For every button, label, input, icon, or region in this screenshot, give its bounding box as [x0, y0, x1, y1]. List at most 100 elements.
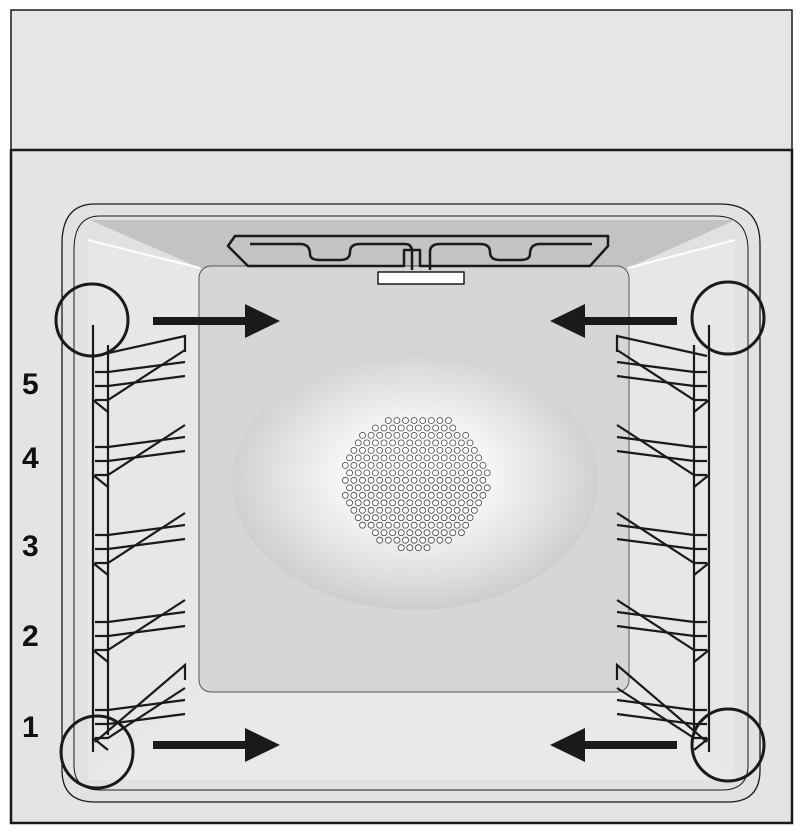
- vent-hole: [436, 461, 444, 469]
- vent-hole: [350, 476, 358, 484]
- vent-hole: [380, 469, 388, 477]
- vent-hole: [466, 439, 474, 447]
- oven-ceiling: [90, 220, 735, 268]
- vent-hole: [462, 491, 470, 499]
- vent-hole: [354, 469, 362, 477]
- vent-hole: [359, 446, 366, 454]
- vent-hole: [427, 417, 435, 424]
- vent-hole: [384, 521, 392, 529]
- airflow-arrow-icon: [153, 728, 280, 762]
- rack-rail: [616, 523, 707, 537]
- vent-hole: [470, 461, 478, 469]
- vent-hole: [350, 461, 358, 469]
- vent-hole: [359, 491, 366, 499]
- vent-hole: [389, 514, 397, 522]
- vent-hole: [414, 439, 422, 447]
- vent-hole: [393, 476, 401, 484]
- vent-hole: [402, 446, 409, 454]
- vent-hole: [371, 529, 379, 537]
- vent-hole: [376, 506, 384, 514]
- vent-hole: [354, 454, 362, 462]
- vent-hole: [410, 417, 418, 424]
- vent-hole: [432, 529, 440, 537]
- vent-hole: [436, 431, 444, 439]
- vent-hole: [462, 521, 470, 529]
- vent-hole: [414, 514, 422, 522]
- rack-rail: [616, 624, 707, 638]
- vent-hole: [380, 499, 388, 507]
- vent-hole: [453, 476, 461, 484]
- vent-hole: [406, 529, 414, 537]
- vent-hole: [440, 469, 448, 477]
- vent-hole: [371, 439, 379, 447]
- vent-hole: [402, 521, 409, 529]
- vent-hole: [414, 454, 422, 462]
- vent-hole: [397, 469, 405, 477]
- vent-hole: [470, 491, 478, 499]
- rack-rail: [616, 360, 707, 374]
- vent-hole: [462, 476, 470, 484]
- vent-hole: [410, 446, 418, 454]
- vent-hole: [397, 514, 405, 522]
- highlight-circle-icon: [690, 707, 766, 783]
- vent-hole: [397, 499, 405, 507]
- rack-bottom-rail: [615, 662, 708, 743]
- vent-hole: [376, 491, 384, 499]
- vent-hole: [423, 439, 431, 447]
- rack-rail: [693, 474, 710, 488]
- vent-hole: [406, 484, 414, 492]
- vent-hole: [414, 544, 422, 552]
- vent-hole: [462, 431, 470, 439]
- vent-hole: [440, 499, 448, 507]
- vent-hole: [367, 446, 375, 454]
- vent-hole: [384, 431, 392, 439]
- vent-hole: [423, 499, 431, 507]
- vent-hole: [346, 484, 354, 492]
- vent-hole: [371, 469, 379, 477]
- vent-hole: [440, 439, 448, 447]
- vent-hole: [393, 521, 401, 529]
- rack-rail: [95, 712, 186, 726]
- rack-rail: [616, 349, 707, 402]
- vent-hole: [393, 417, 401, 424]
- vent-hole: [402, 476, 409, 484]
- vent-hole: [427, 431, 435, 439]
- vent-hole: [419, 536, 427, 544]
- vent-hole: [397, 439, 405, 447]
- vent-hole: [440, 424, 448, 432]
- rack-top-rail: [615, 334, 708, 358]
- vent-hole: [419, 476, 427, 484]
- top-heating-element-icon: [226, 234, 610, 285]
- vent-hole: [380, 514, 388, 522]
- rack-rail: [616, 712, 707, 726]
- vent-hole: [453, 521, 461, 529]
- vent-hole: [483, 484, 491, 492]
- vent-hole: [380, 454, 388, 462]
- vent-hole: [397, 484, 405, 492]
- vent-hole: [410, 461, 418, 469]
- vent-hole: [427, 536, 435, 544]
- vent-hole: [419, 521, 427, 529]
- vent-hole: [457, 439, 465, 447]
- vent-hole: [376, 461, 384, 469]
- rack-rail: [95, 449, 186, 463]
- rack-rail: [92, 474, 109, 488]
- vent-hole: [432, 514, 440, 522]
- edge-highlight: [627, 239, 736, 269]
- vent-hole: [440, 529, 448, 537]
- rack-rail: [92, 649, 109, 663]
- rack-rail: [95, 374, 186, 388]
- vent-hole: [402, 417, 409, 424]
- vent-hole: [376, 536, 384, 544]
- vent-hole: [436, 476, 444, 484]
- vent-hole: [419, 491, 427, 499]
- vent-hole: [384, 417, 392, 424]
- vent-hole: [371, 499, 379, 507]
- vent-hole: [440, 514, 448, 522]
- vent-hole: [363, 439, 371, 447]
- vent-hole: [432, 439, 440, 447]
- vent-hole: [449, 529, 457, 537]
- vent-hole: [466, 454, 474, 462]
- vent-hole: [462, 461, 470, 469]
